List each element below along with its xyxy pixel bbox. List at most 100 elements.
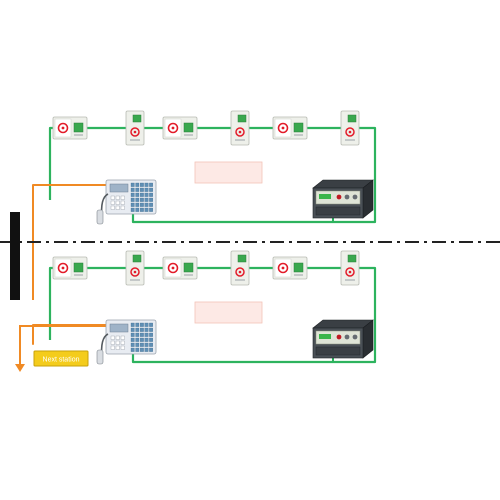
status-indicator — [237, 254, 247, 263]
call-button-dot — [348, 130, 352, 134]
call-button-dot — [171, 266, 175, 270]
console-key — [140, 322, 144, 327]
section-2 — [52, 250, 374, 365]
power-led — [336, 194, 342, 200]
status-indicator — [73, 262, 84, 273]
handset — [96, 209, 104, 225]
level-meter — [319, 194, 331, 199]
console-key — [135, 207, 140, 212]
console-key — [149, 332, 153, 337]
dial-key — [120, 205, 125, 210]
console-key — [130, 202, 135, 207]
call-button-ring — [345, 127, 355, 137]
console-key — [149, 337, 153, 342]
call-button-dot — [281, 266, 285, 270]
console-key — [135, 187, 140, 192]
console-key — [130, 337, 135, 342]
call-button-dot — [61, 266, 65, 270]
trunk-arrowhead — [15, 364, 25, 372]
console-key — [149, 207, 153, 212]
console-key — [149, 342, 153, 347]
console-key — [144, 332, 149, 337]
console-key — [135, 202, 140, 207]
console-key — [140, 327, 144, 332]
call-button-ring — [277, 122, 289, 134]
rack-vent — [315, 206, 361, 216]
console-key — [144, 207, 149, 212]
call-button-dot — [238, 270, 242, 274]
console-key — [149, 202, 153, 207]
console-key — [135, 192, 140, 197]
call-button-ring — [130, 267, 140, 277]
dial-key — [110, 195, 115, 200]
console-key — [135, 347, 140, 352]
next-station-label: Next station — [43, 357, 80, 364]
call-button-dot — [171, 126, 175, 130]
console-key — [140, 342, 144, 347]
console-key — [149, 187, 153, 192]
console-key — [144, 337, 149, 342]
console-key — [144, 342, 149, 347]
console-key — [144, 197, 149, 202]
call-button-ring — [57, 122, 69, 134]
square-panel-station — [52, 116, 88, 140]
status-indicator — [132, 114, 142, 123]
level-meter — [319, 334, 331, 339]
dial-key — [115, 345, 120, 350]
console-key — [140, 332, 144, 337]
console-key — [140, 187, 144, 192]
tall-panel-station — [125, 250, 145, 286]
dial-key — [110, 345, 115, 350]
console-key — [135, 332, 140, 337]
dial-key — [110, 340, 115, 345]
devices-layer — [52, 110, 374, 365]
status-indicator — [293, 262, 304, 273]
call-button-ring — [277, 262, 289, 274]
rack-vent — [315, 346, 361, 356]
console-key — [130, 192, 135, 197]
console-key — [135, 182, 140, 187]
console-key — [140, 347, 144, 352]
console-key — [135, 197, 140, 202]
tone-knob — [352, 194, 358, 200]
dial-key — [115, 335, 120, 340]
console-key — [130, 182, 135, 187]
volume-knob — [344, 194, 350, 200]
dial-key — [115, 195, 120, 200]
power-led — [336, 334, 342, 340]
console-key — [144, 322, 149, 327]
console-key — [140, 182, 144, 187]
call-button-ring — [235, 267, 245, 277]
status-indicator — [347, 254, 357, 263]
call-button-dot — [238, 130, 242, 134]
tone-knob — [352, 334, 358, 340]
call-button-dot — [61, 126, 65, 130]
dial-key — [120, 345, 125, 350]
call-button-ring — [235, 127, 245, 137]
dial-key — [120, 200, 125, 205]
call-button-dot — [348, 270, 352, 274]
tall-panel-station — [125, 110, 145, 146]
next-station-label-box — [33, 350, 89, 367]
trunk-line — [32, 184, 106, 300]
square-panel-station — [162, 116, 198, 140]
tall-panel-station — [340, 250, 360, 286]
vertical-bar — [10, 212, 20, 300]
status-indicator — [73, 122, 84, 133]
console-key — [144, 327, 149, 332]
trunk-line — [19, 325, 106, 365]
square-panel-station — [272, 116, 308, 140]
handset — [96, 349, 104, 365]
call-button-dot — [281, 126, 285, 130]
console-key — [140, 207, 144, 212]
dial-key — [120, 335, 125, 340]
console-key — [135, 322, 140, 327]
dial-key — [110, 335, 115, 340]
master-console — [96, 179, 157, 225]
power-amplifier-rack — [312, 179, 374, 219]
console-key — [135, 327, 140, 332]
call-button-ring — [130, 127, 140, 137]
console-display — [109, 183, 129, 193]
status-indicator — [293, 122, 304, 133]
console-key — [144, 202, 149, 207]
